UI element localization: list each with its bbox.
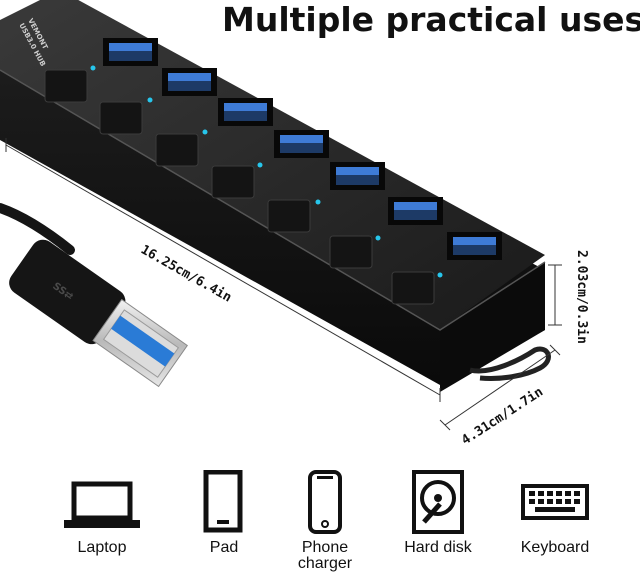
usb-port [274,130,329,158]
usb-port [447,232,502,260]
lanyard-loop [469,346,551,381]
tablet-icon [203,470,243,533]
indicator-led [257,162,263,168]
port-switch [391,271,435,305]
use-label: Hard disk [404,539,472,556]
phone-icon [308,470,342,534]
use-item-phone-charger: Phone charger [270,470,380,572]
use-label: Phone charger [297,539,353,572]
port-switch [267,199,311,233]
headline: Multiple practical uses [222,0,640,39]
indicator-led [147,97,153,103]
hard-disk-icon [412,470,464,534]
indicator-led [437,272,443,278]
port-switch [155,133,199,167]
use-item-laptop: Laptop [47,470,157,556]
port-switch [99,101,143,135]
port-switch [44,69,88,103]
port-switch [329,235,373,269]
keyboard-icon [521,484,589,520]
use-item-pad: Pad [169,470,279,556]
usb-port [388,197,443,225]
indicator-led [315,199,321,205]
usb-port [330,162,385,190]
usb-port [162,68,217,96]
use-item-hard-disk: Hard disk [383,470,493,556]
indicator-led [375,235,381,241]
use-cases: Laptop Pad Phone charger Hard disk [0,470,640,579]
use-item-keyboard: Keyboard [500,470,610,556]
use-label: Keyboard [520,539,590,556]
usb-plug: SS⇄ [9,239,188,388]
use-label: Laptop [77,539,127,556]
height-label: 2.03cm/0.3in [574,250,589,344]
usb-port [103,38,158,66]
port-switch [211,165,255,199]
width-label: 4.31cm/1.7in [459,385,546,449]
use-label: Pad [209,539,239,556]
usb-hub-illustration: SS⇄ VEMONT USB3.0 HUB [0,0,589,449]
hub-top [0,0,545,330]
usb-port [218,98,273,126]
usb-cable [0,203,75,255]
indicator-led [202,129,208,135]
laptop-icon [64,481,140,528]
indicator-led [90,65,96,71]
